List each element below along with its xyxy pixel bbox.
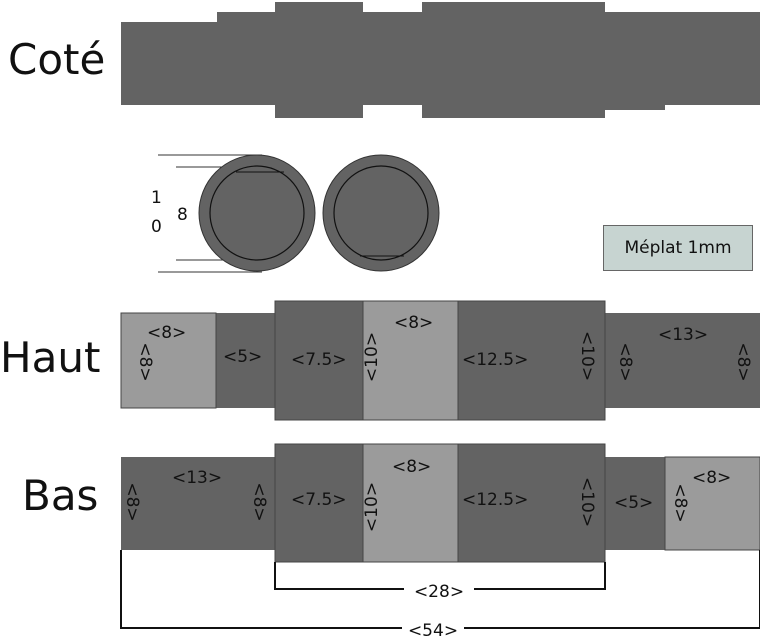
bas-dim-k: <8> bbox=[692, 468, 731, 488]
haut-dim-e: <10> bbox=[362, 332, 382, 382]
side-collar-right-top bbox=[422, 2, 605, 12]
side-lower-step bbox=[605, 105, 665, 110]
haut-dim-j: <13> bbox=[658, 325, 708, 345]
bas-dim-b: <13> bbox=[172, 468, 222, 488]
label-haut: Haut bbox=[0, 333, 100, 382]
top-flat-left bbox=[120, 312, 217, 409]
top-flat-center bbox=[362, 300, 459, 421]
bottom-flat-right bbox=[664, 456, 760, 551]
bracket-28-right bbox=[474, 562, 606, 590]
bas-dim-a: <8> bbox=[122, 482, 142, 521]
meplat-legend: Méplat 1mm bbox=[603, 225, 753, 271]
side-view bbox=[121, 2, 760, 118]
bas-dim-d: <7.5> bbox=[291, 490, 347, 510]
haut-dim-k: <8> bbox=[733, 342, 753, 381]
bas-dim-h: <10> bbox=[577, 477, 597, 527]
bas-dim-f: <8> bbox=[392, 457, 431, 477]
bas-dim-j: <8> bbox=[670, 483, 690, 522]
profile-left-inner bbox=[209, 165, 305, 261]
bas-dim-i: <5> bbox=[614, 493, 653, 513]
bas-dim-e: <10> bbox=[362, 482, 382, 532]
haut-dim-f: <8> bbox=[394, 313, 433, 333]
side-body bbox=[121, 22, 760, 105]
haut-dim-a: <8> bbox=[147, 323, 186, 343]
haut-dim-g: <12.5> bbox=[462, 350, 528, 370]
haut-dim-c: <5> bbox=[223, 347, 262, 367]
dim-total-28: <28> bbox=[414, 582, 464, 602]
bottom-flat-center bbox=[362, 443, 459, 563]
label-bas: Bas bbox=[22, 471, 98, 520]
side-collar-left-top bbox=[275, 2, 363, 12]
haut-dim-b: <8> bbox=[135, 342, 155, 381]
inner-dia-label: 8 bbox=[177, 205, 188, 225]
dimension-brackets: <28> <54> bbox=[120, 550, 760, 641]
bottom-view: <8> <13> <8> <7.5> <10> <8> <12.5> <10> … bbox=[121, 443, 760, 563]
dim-total-54: <54> bbox=[408, 621, 458, 641]
profile-right-inner bbox=[333, 165, 429, 261]
haut-dim-d: <7.5> bbox=[291, 350, 347, 370]
bas-dim-g: <12.5> bbox=[462, 490, 528, 510]
side-collar-left-bottom bbox=[275, 105, 363, 118]
top-view: <8> <8> <5> <7.5> <10> <8> <12.5> <10> <… bbox=[120, 300, 760, 421]
profile-view: 1 0 8 bbox=[151, 154, 440, 273]
side-collar-right-bottom bbox=[422, 105, 605, 118]
bracket-28-left bbox=[274, 562, 404, 590]
bracket-54-right bbox=[464, 550, 760, 629]
label-cote: Coté bbox=[8, 35, 105, 84]
bas-dim-c: <8> bbox=[249, 482, 269, 521]
side-upper-step bbox=[217, 12, 760, 22]
outer-dia-digit-2: 0 bbox=[151, 217, 162, 237]
haut-dim-i: <8> bbox=[615, 342, 635, 381]
bracket-54-left bbox=[120, 550, 402, 629]
outer-dia-digit-1: 1 bbox=[151, 188, 162, 208]
haut-dim-h: <10> bbox=[577, 331, 597, 381]
